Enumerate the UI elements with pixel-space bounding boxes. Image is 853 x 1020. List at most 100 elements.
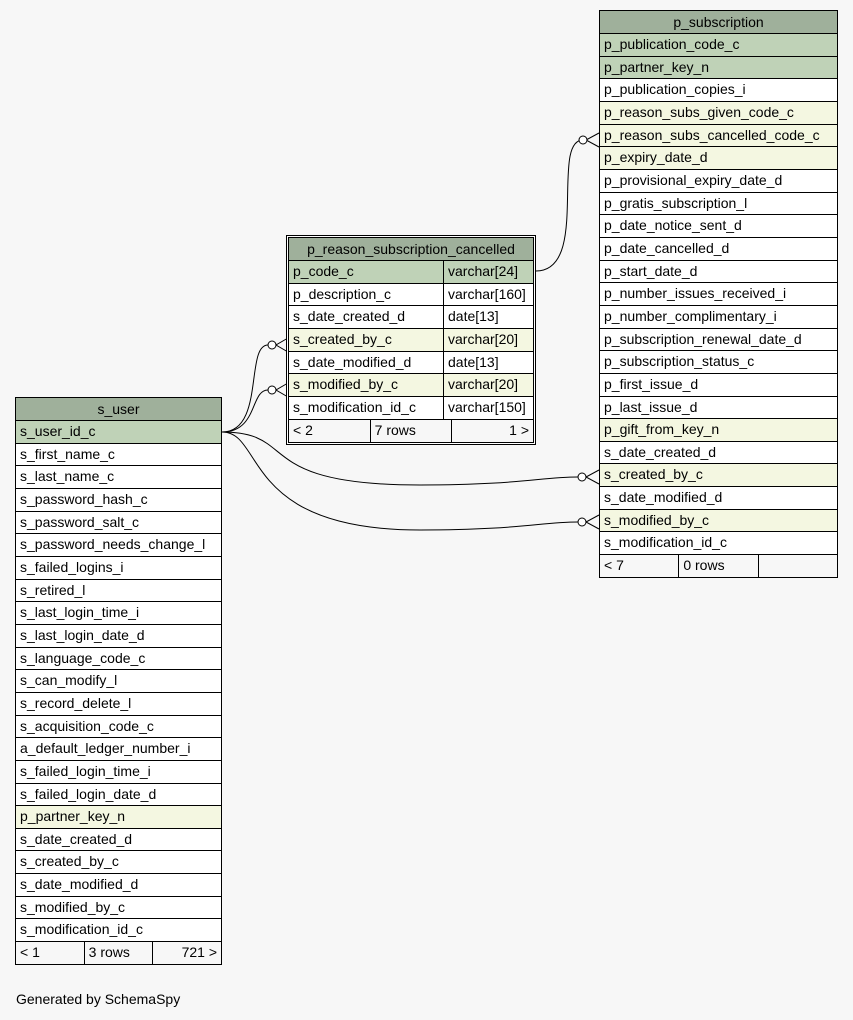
table-row[interactable]: s_modification_id_c (16, 919, 221, 943)
row-count: 7 rows (369, 419, 452, 442)
table-row[interactable]: s_password_needs_change_l (16, 534, 221, 557)
column-name: s_password_salt_c (20, 513, 140, 530)
table-row[interactable]: s_last_name_c (16, 466, 221, 489)
column-type: varchar[24] (443, 261, 533, 283)
table-title[interactable]: s_user (16, 398, 221, 421)
table-row[interactable]: s_created_by_c (600, 464, 837, 488)
table-row[interactable]: s_record_delete_l (16, 693, 221, 716)
table-row[interactable]: s_created_by_c (16, 851, 221, 875)
table-row[interactable]: s_failed_logins_i (16, 557, 221, 580)
parent-count-link[interactable]: < 1 (20, 944, 40, 961)
table-row[interactable]: p_publication_code_c (600, 34, 837, 57)
table-row[interactable]: s_can_modify_l (16, 670, 221, 693)
column-name: s_user_id_c (20, 423, 96, 439)
table-row[interactable]: p_subscription_renewal_date_d (600, 329, 837, 352)
column-name: s_password_hash_c (20, 490, 148, 507)
table-row[interactable]: s_last_login_date_d (16, 625, 221, 648)
crowfoot-marker (584, 132, 600, 148)
column-name: s_language_code_c (20, 649, 146, 666)
column-name: s_date_modified_d (604, 489, 723, 506)
column-name: p_provisional_expiry_date_d (604, 171, 783, 188)
column-name: p_publication_code_c (604, 36, 740, 52)
table-row[interactable]: p_subscription_status_c (600, 351, 837, 374)
column-name: s_modification_id_c (604, 534, 727, 551)
table-row[interactable]: p_gift_from_key_n (600, 419, 837, 442)
parent-count-link[interactable]: < 2 (293, 421, 313, 438)
table-row[interactable]: p_last_issue_d (600, 397, 837, 420)
column-name: s_first_name_c (20, 445, 115, 462)
table-row[interactable]: a_default_ledger_number_i (16, 738, 221, 761)
table-row[interactable]: p_provisional_expiry_date_d (600, 170, 837, 193)
table-title[interactable]: p_subscription (600, 11, 837, 34)
table-row[interactable]: s_modification_id_c (600, 532, 837, 556)
table-row[interactable]: p_gratis_subscription_l (600, 193, 837, 216)
table-row[interactable]: s_modified_by_c (16, 897, 221, 920)
table-row[interactable]: s_modified_by_c (600, 509, 837, 533)
table-row[interactable]: p_partner_key_n (16, 806, 221, 829)
column-name: s_failed_login_date_d (20, 785, 157, 802)
table-row[interactable]: s_retired_l (16, 580, 221, 603)
table-row[interactable]: p_publication_copies_i (600, 79, 837, 102)
child-count-link[interactable]: 1 > (451, 419, 533, 442)
column-name: s_date_created_d (20, 830, 133, 847)
table-row[interactable]: s_date_created_d (16, 829, 221, 852)
table-row[interactable]: p_reason_subs_given_code_c (600, 101, 837, 125)
table-row[interactable]: p_date_notice_sent_d (600, 215, 837, 238)
table-row[interactable]: s_user_id_c (16, 421, 221, 444)
table-row[interactable]: s_acquisition_code_c (16, 716, 221, 739)
child-count-link[interactable] (757, 555, 837, 578)
table-row[interactable]: s_password_salt_c (16, 512, 221, 535)
column-name: p_date_notice_sent_d (604, 217, 742, 234)
column-name: p_partner_key_n (20, 808, 126, 825)
column-type: date[13] (443, 351, 533, 374)
child-count-link[interactable]: 721 > (152, 942, 221, 965)
table-title[interactable]: p_reason_subscription_cancelled (289, 238, 533, 261)
column-name: s_date_created_d (604, 443, 717, 460)
column-name: s_modified_by_c (293, 376, 399, 393)
column-name: s_last_login_time_i (20, 604, 140, 621)
table-row[interactable]: s_failed_login_time_i (16, 761, 221, 784)
table-row[interactable]: p_number_issues_received_i (600, 283, 837, 306)
column-name: p_publication_copies_i (604, 81, 746, 98)
table-row[interactable]: s_date_modified_d (600, 487, 837, 510)
table-p-subscription[interactable]: p_subscription p_publication_code_c p_part… (599, 10, 838, 579)
edge-user-to-reason-modified-by (221, 389, 269, 433)
optional-marker (267, 385, 277, 395)
column-name: p_reason_subs_cancelled_code_c (604, 126, 820, 143)
table-row[interactable]: s_first_name_c (16, 444, 221, 467)
table-s-user[interactable]: s_user s_user_id_c s_first_name_c s_last_na… (15, 397, 222, 966)
table-row[interactable]: s_last_login_time_i (16, 602, 221, 625)
optional-marker (577, 517, 587, 527)
edge-user-to-subscription-created-by (221, 431, 579, 486)
table-row[interactable]: s_modified_by_c varchar[20] (289, 374, 533, 397)
table-row[interactable]: p_start_date_d (600, 261, 837, 284)
column-name: p_number_complimentary_i (604, 307, 777, 324)
column-name: p_first_issue_d (604, 375, 699, 392)
table-row[interactable]: s_password_hash_c (16, 489, 221, 512)
table-row[interactable]: p_reason_subs_cancelled_code_c (600, 124, 837, 148)
column-type: varchar[20] (443, 374, 533, 396)
column-name: s_failed_login_time_i (20, 762, 151, 779)
column-name: s_retired_l (20, 581, 86, 598)
optional-marker (577, 472, 587, 482)
table-row[interactable]: p_first_issue_d (600, 374, 837, 397)
table-row[interactable]: p_date_cancelled_d (600, 238, 837, 261)
table-row[interactable]: p_number_complimentary_i (600, 306, 837, 329)
table-row[interactable]: p_expiry_date_d (600, 147, 837, 170)
table-row[interactable]: p_partner_key_n (600, 56, 837, 80)
table-row[interactable]: s_language_code_c (16, 648, 221, 671)
table-row[interactable]: s_date_modified_d (16, 874, 221, 897)
column-type: date[13] (443, 306, 533, 328)
table-row[interactable]: s_date_created_d (600, 442, 837, 465)
parent-count-link[interactable]: < 7 (604, 557, 624, 574)
table-row[interactable]: s_failed_login_date_d (16, 784, 221, 807)
